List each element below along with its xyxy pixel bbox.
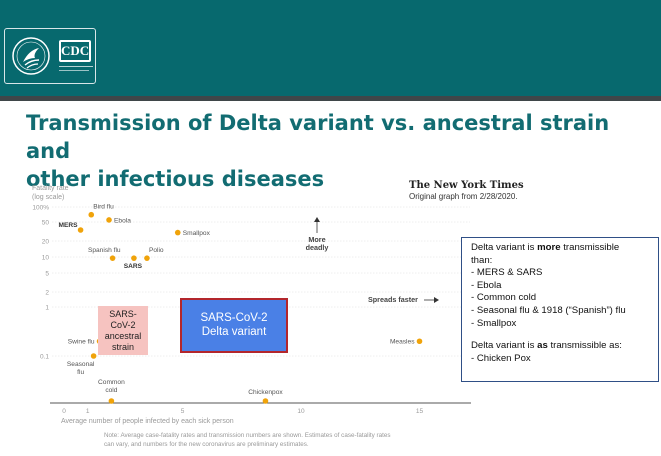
- data-point: [174, 229, 181, 236]
- y-axis-label: Fatality rate: [32, 185, 69, 192]
- logo-group: CDC: [4, 28, 96, 84]
- callout-more-heading: Delta variant is more transmissible: [471, 242, 649, 255]
- data-point-label: Bird flu: [93, 204, 114, 211]
- callout-item-text: Ebola: [476, 279, 502, 291]
- slide-title: Transmission of Delta variant vs. ancest…: [26, 109, 646, 193]
- cdc-logo: CDC: [59, 40, 91, 62]
- y-tick-label: 0.1: [40, 354, 49, 361]
- data-point-label: Polio: [149, 247, 164, 254]
- x-tick-label: 5: [181, 408, 185, 415]
- x-tick-label: 15: [416, 408, 424, 415]
- callout-as-heading: Delta variant is as transmissible as:: [471, 340, 649, 353]
- data-point-label: SARS: [124, 263, 143, 270]
- callout-item-text: MERS & SARS: [476, 267, 543, 279]
- variant-box-line: SARS-CoV-2: [200, 312, 268, 324]
- slide-title-line: Transmission of Delta variant vs. ancest…: [26, 111, 610, 163]
- ancestral-box-line: ancestral: [104, 331, 142, 341]
- data-point: [90, 353, 97, 359]
- data-point: [131, 255, 137, 261]
- callout-text: Delta variant is: [471, 340, 538, 352]
- callout-spacer: [471, 330, 649, 340]
- callout-text: Delta variant is: [471, 242, 538, 253]
- callout-more-than: than:: [471, 254, 493, 266]
- more-deadly-label: More: [308, 235, 325, 244]
- data-point-label: cold: [105, 387, 117, 394]
- delta-variant-box: SARS-CoV-2 Delta variant: [180, 298, 288, 353]
- data-point: [77, 227, 84, 233]
- x-tick-label: 0: [62, 408, 66, 415]
- data-point-label: Ebola: [114, 217, 131, 224]
- y-tick-label: 20: [42, 239, 50, 246]
- y-tick-label: 2: [45, 290, 49, 297]
- y-tick-label: 5: [45, 271, 49, 278]
- callout-emphasis: as: [537, 340, 548, 352]
- data-point-label: MERS: [59, 222, 79, 229]
- cdc-logo-rule: [59, 70, 89, 71]
- callout-list-item: - Seasonal flu & 1918 (“Spanish”) flu: [471, 304, 626, 316]
- callout-text: transmissible as:: [547, 340, 622, 352]
- source-caption: Original graph from 2/28/2020.: [409, 192, 518, 201]
- data-point-label: Common: [98, 379, 125, 386]
- data-point: [109, 255, 116, 261]
- y-gridlines: [52, 206, 470, 357]
- hhs-seal-icon: [12, 37, 50, 75]
- y-tick-label: 100%: [32, 205, 49, 212]
- data-point: [416, 338, 423, 345]
- more-deadly-annotation: More deadly: [306, 217, 329, 252]
- y-tick-label: 1: [45, 305, 49, 312]
- data-point: [262, 398, 269, 404]
- x-axis-label: Average number of people infected by eac…: [61, 418, 234, 425]
- spreads-faster-label: Spreads faster: [368, 295, 418, 304]
- callout-list-item: - Smallpox: [471, 317, 517, 329]
- chart-note: Note: Average case-fatality rates and tr…: [104, 431, 434, 449]
- more-deadly-label: deadly: [306, 243, 329, 252]
- header-stripe: [0, 96, 661, 101]
- callout-list: - MERS & SARS - Ebola - Common cold - Se…: [471, 267, 649, 330]
- y-tick-label: 10: [42, 255, 50, 262]
- data-point-label: Measles: [390, 339, 415, 346]
- up-arrow-icon: [314, 217, 320, 222]
- ancestral-box-line: SARS-: [109, 309, 137, 319]
- cdc-logo-rule: [59, 66, 93, 67]
- ancestral-box-line: CoV-2: [110, 320, 136, 330]
- callout-item-text: Seasonal flu & 1918 (“Spanish”) flu: [476, 304, 626, 316]
- data-point-label: Smallpox: [183, 230, 211, 237]
- y-tick-labels: 100% 50 20 10 5 2 1 0.1: [32, 205, 49, 361]
- header-bar: CDC: [0, 0, 661, 96]
- transmissibility-callout: Delta variant is more transmissible than…: [461, 237, 659, 382]
- chart-note-line: can vary, and numbers for the new corona…: [104, 441, 309, 448]
- data-point-label: Spanish flu: [88, 247, 121, 254]
- callout-text: transmissible: [560, 242, 620, 253]
- data-point-label: Seasonal: [67, 361, 95, 368]
- data-point: [106, 217, 112, 223]
- callout-emphasis: more: [537, 242, 561, 253]
- data-point-label: Swine flu: [68, 339, 95, 346]
- callout-item-text: Smallpox: [476, 317, 517, 329]
- slide-title-line: other infectious diseases: [26, 167, 325, 191]
- ancestral-box-line: strain: [111, 342, 134, 352]
- variant-box-line: Delta variant: [201, 326, 267, 338]
- y-axis-label: (log scale): [32, 194, 64, 201]
- x-tick-label: 1: [86, 408, 90, 415]
- spreads-faster-annotation: Spreads faster: [368, 295, 439, 304]
- data-point-label: Chickenpox: [248, 389, 283, 396]
- source-brand: The New York Times: [409, 180, 524, 191]
- data-point-label: flu: [77, 369, 84, 376]
- data-point: [108, 398, 115, 404]
- x-tick-label: 10: [297, 408, 305, 415]
- y-tick-label: 50: [42, 220, 50, 227]
- data-point: [144, 255, 150, 261]
- callout-as-item: - Chicken Pox: [471, 352, 531, 364]
- callout-list-item: - Ebola: [471, 279, 502, 291]
- data-point: [88, 211, 95, 218]
- right-arrow-icon: [434, 297, 439, 303]
- callout-item-text: Common cold: [476, 292, 537, 304]
- callout-list-item: - MERS & SARS: [471, 267, 543, 279]
- chart-note-line: Note: Average case-fatality rates and tr…: [104, 432, 391, 439]
- ancestral-strain-box: SARS- CoV-2 ancestral strain: [98, 306, 148, 355]
- callout-list-item: - Common cold: [471, 292, 537, 304]
